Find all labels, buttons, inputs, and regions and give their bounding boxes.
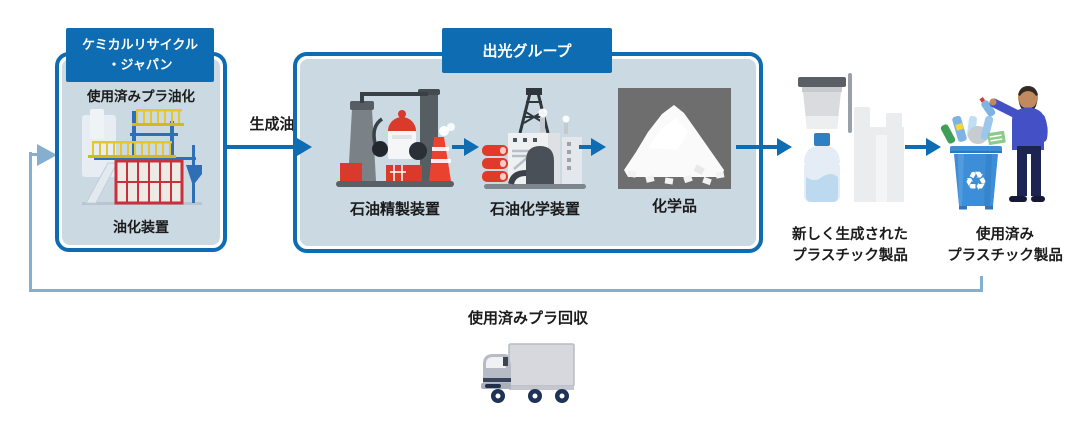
chemical-recycle-japan-box: 使用済みプラ油化 xyxy=(55,52,227,252)
idemitsu-group-header: 出光グループ xyxy=(442,28,612,73)
flow-arrow-petrochemical-to-chemicals-icon xyxy=(579,138,606,156)
petrochemical-label: 石油化学装置 xyxy=(489,201,580,218)
used-products-label: 使用済み プラスチック製品 xyxy=(940,225,1070,267)
recycle-symbol-icon: ♻ xyxy=(964,167,987,197)
flow-arrow-chemicals-to-products-icon xyxy=(736,138,792,156)
refinery-illustration xyxy=(336,89,455,187)
chemical-recycle-japan-panel: 使用済みプラ油化 xyxy=(62,59,220,245)
used-products-label-line1: 使用済み xyxy=(976,227,1034,243)
idemitsu-header-text: 出光グループ xyxy=(482,43,572,60)
plastic-pellets-photo xyxy=(618,88,731,189)
idemitsu-group-panel: 石油精製装置 xyxy=(300,59,756,246)
person-icon xyxy=(979,86,1048,202)
equipment-label: 油化装置 xyxy=(113,219,169,235)
return-loop-stub xyxy=(29,153,38,156)
truck-icon xyxy=(481,343,575,403)
generated-oil-label: 生成油 xyxy=(249,116,295,133)
station-petrochemical: 石油化学装置 xyxy=(480,87,590,219)
return-loop-arrowhead-icon xyxy=(37,144,57,166)
petrochemical-plant-illustration xyxy=(482,88,586,189)
new-products-label: 新しく生成された プラスチック製品 xyxy=(775,225,925,267)
return-loop-left-vertical xyxy=(29,152,32,292)
new-products-label-line1: 新しく生成された xyxy=(792,227,908,243)
station-chemicals: 化学品 xyxy=(618,88,731,216)
header-line2: ・ジャパン xyxy=(107,57,173,72)
new-plastic-products-illustration xyxy=(798,73,904,202)
collection-label: 使用済みプラ回収 xyxy=(467,310,588,327)
flow-arrow-refinery-to-petrochemical-icon xyxy=(452,138,479,156)
coffee-cup-icon xyxy=(798,77,846,129)
plastic-bag-icon xyxy=(854,107,904,202)
return-loop-bottom-line xyxy=(29,289,983,292)
new-products-label-line2: プラスチック製品 xyxy=(792,248,908,264)
generated-oil-arrow-icon xyxy=(227,138,312,156)
straw-icon xyxy=(848,73,852,133)
chemical-recycle-japan-header: ケミカルリサイクル ・ジャパン xyxy=(66,28,214,82)
oilification-plant-illustration xyxy=(82,109,202,205)
person-recycling-illustration: ♻ xyxy=(940,86,1048,210)
dropped-bottle-icon xyxy=(979,97,996,117)
station-refinery: 石油精製装置 xyxy=(330,87,460,219)
refinery-label: 石油精製装置 xyxy=(349,201,440,218)
water-bottle-icon xyxy=(804,133,840,202)
idemitsu-group-box: 石油精製装置 xyxy=(293,52,763,253)
plastic-waste-icons xyxy=(940,115,1006,146)
return-loop-right-vertical xyxy=(980,276,983,292)
recycle-bin-icon: ♻ xyxy=(950,146,1002,210)
flow-arrow-products-to-disposal-icon xyxy=(905,138,941,156)
chemicals-label: 化学品 xyxy=(651,198,697,215)
process-label: 使用済みプラ油化 xyxy=(87,89,195,104)
used-products-label-line2: プラスチック製品 xyxy=(947,248,1063,264)
header-line1: ケミカルリサイクル xyxy=(82,36,198,52)
